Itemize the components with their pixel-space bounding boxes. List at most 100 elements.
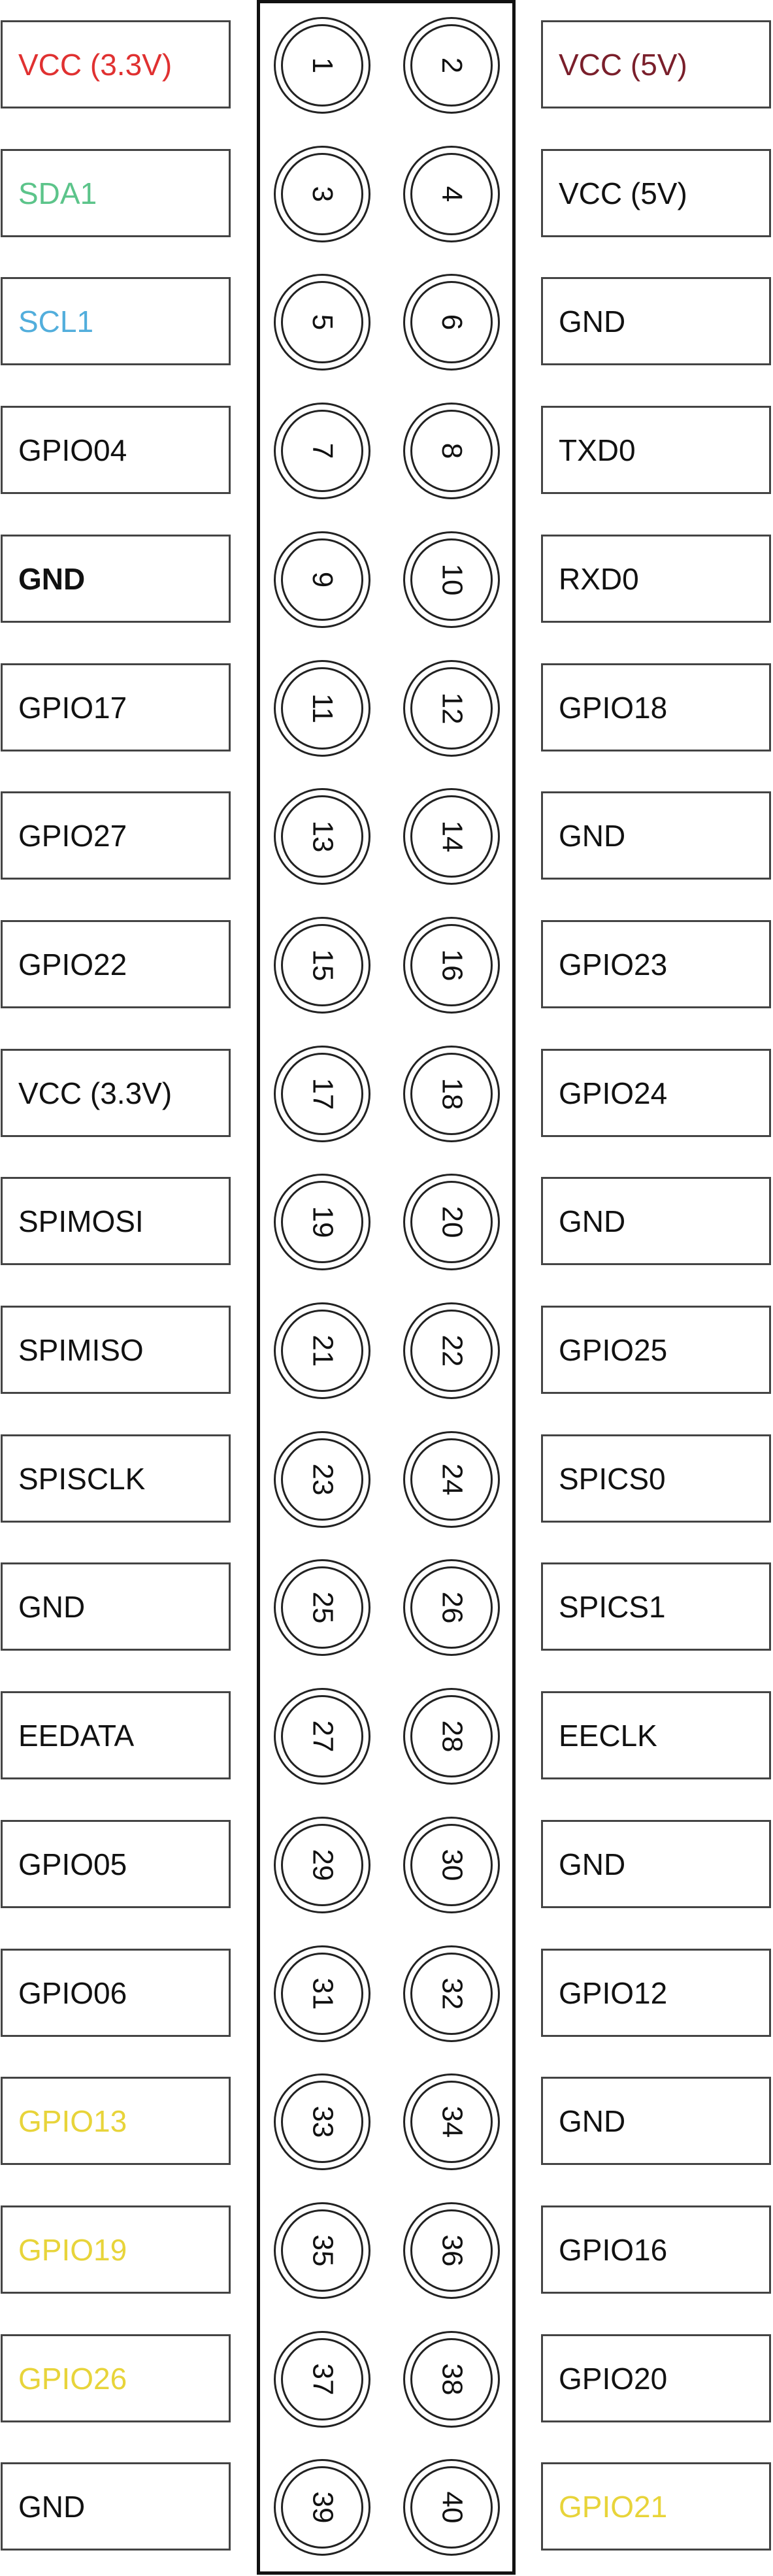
pin-13-label: GPIO27 bbox=[1, 791, 231, 880]
pin-8-label: TXD0 bbox=[541, 406, 771, 494]
pin-ring: 2 bbox=[410, 24, 493, 107]
pin-14: 14 bbox=[403, 788, 500, 885]
pin-28-label: EECLK bbox=[541, 1691, 771, 1779]
pin-3-label: SDA1 bbox=[1, 149, 231, 237]
pin-2: 2 bbox=[403, 17, 500, 114]
pin-25: 25 bbox=[274, 1559, 370, 1656]
pin-32: 32 bbox=[403, 1945, 500, 2042]
pin-ring: 36 bbox=[410, 2209, 493, 2292]
pin-38: 38 bbox=[403, 2331, 500, 2428]
pin-number: 18 bbox=[435, 1078, 468, 1110]
pin-number: 35 bbox=[306, 2234, 338, 2267]
pin-ring: 11 bbox=[281, 667, 363, 750]
pin-number: 12 bbox=[435, 692, 468, 725]
pin-ring: 18 bbox=[410, 1053, 493, 1135]
pin-ring: 23 bbox=[281, 1438, 363, 1521]
pin-11: 11 bbox=[274, 660, 370, 757]
pin-ring: 39 bbox=[281, 2466, 363, 2549]
pin-ring: 4 bbox=[410, 153, 493, 235]
pin-35-label: GPIO19 bbox=[1, 2205, 231, 2294]
pin-27-label: EEDATA bbox=[1, 1691, 231, 1779]
pin-22-label: GPIO25 bbox=[541, 1306, 771, 1394]
pin-number: 28 bbox=[435, 1720, 468, 1753]
pin-ring: 33 bbox=[281, 2081, 363, 2163]
pin-number: 31 bbox=[306, 1977, 338, 2010]
pin-ring: 8 bbox=[410, 410, 493, 492]
pin-14-label: GND bbox=[541, 791, 771, 880]
pin-ring: 5 bbox=[281, 281, 363, 363]
pin-29: 29 bbox=[274, 1817, 370, 1913]
pin-number: 17 bbox=[306, 1078, 338, 1110]
pin-ring: 25 bbox=[281, 1566, 363, 1649]
pin-28: 28 bbox=[403, 1688, 500, 1785]
pin-36-label: GPIO16 bbox=[541, 2205, 771, 2294]
pin-number: 3 bbox=[306, 186, 338, 203]
pin-9-label: GND bbox=[1, 535, 231, 623]
pin-15-label: GPIO22 bbox=[1, 920, 231, 1008]
pin-ring: 10 bbox=[410, 538, 493, 621]
pin-number: 8 bbox=[435, 442, 468, 459]
pin-3: 3 bbox=[274, 146, 370, 242]
pin-number: 20 bbox=[435, 1206, 468, 1238]
pin-34: 34 bbox=[403, 2073, 500, 2170]
pin-number: 25 bbox=[306, 1591, 338, 1624]
pin-23: 23 bbox=[274, 1431, 370, 1528]
pin-ring: 9 bbox=[281, 538, 363, 621]
pin-26-label: SPICS1 bbox=[541, 1562, 771, 1651]
pin-12-label: GPIO18 bbox=[541, 663, 771, 751]
pin-9: 9 bbox=[274, 531, 370, 628]
pin-34-label: GND bbox=[541, 2077, 771, 2165]
pin-number: 6 bbox=[435, 314, 468, 331]
pin-33-label: GPIO13 bbox=[1, 2077, 231, 2165]
pin-number: 11 bbox=[306, 693, 338, 723]
pin-16-label: GPIO23 bbox=[541, 920, 771, 1008]
pin-19-label: SPIMOSI bbox=[1, 1177, 231, 1265]
pin-31-label: GPIO06 bbox=[1, 1949, 231, 2037]
pin-number: 4 bbox=[435, 186, 468, 203]
pin-number: 30 bbox=[435, 1849, 468, 1881]
pin-7: 7 bbox=[274, 403, 370, 499]
pin-ring: 32 bbox=[410, 1953, 493, 2035]
pin-ring: 38 bbox=[410, 2338, 493, 2420]
pin-5-label: SCL1 bbox=[1, 277, 231, 365]
pin-number: 23 bbox=[306, 1463, 338, 1496]
pin-ring: 40 bbox=[410, 2466, 493, 2549]
pin-39: 39 bbox=[274, 2459, 370, 2556]
pin-38-label: GPIO20 bbox=[541, 2334, 771, 2422]
pin-1: 1 bbox=[274, 17, 370, 114]
pin-7-label: GPIO04 bbox=[1, 406, 231, 494]
pin-19: 19 bbox=[274, 1174, 370, 1270]
pin-ring: 24 bbox=[410, 1438, 493, 1521]
pin-6-label: GND bbox=[541, 277, 771, 365]
pin-ring: 30 bbox=[410, 1824, 493, 1906]
pin-ring: 34 bbox=[410, 2081, 493, 2163]
pin-26: 26 bbox=[403, 1559, 500, 1656]
pin-35: 35 bbox=[274, 2202, 370, 2299]
pin-37-label: GPIO26 bbox=[1, 2334, 231, 2422]
pin-25-label: GND bbox=[1, 1562, 231, 1651]
pin-number: 40 bbox=[435, 2491, 468, 2524]
pin-ring: 37 bbox=[281, 2338, 363, 2420]
pin-ring: 27 bbox=[281, 1695, 363, 1777]
pin-39-label: GND bbox=[1, 2462, 231, 2551]
pin-number: 21 bbox=[306, 1334, 338, 1367]
pin-6: 6 bbox=[403, 274, 500, 371]
pin-ring: 26 bbox=[410, 1566, 493, 1649]
pin-18: 18 bbox=[403, 1046, 500, 1142]
pin-header-frame bbox=[257, 0, 516, 2575]
pin-13: 13 bbox=[274, 788, 370, 885]
pin-24: 24 bbox=[403, 1431, 500, 1528]
pin-number: 2 bbox=[435, 57, 468, 74]
pin-ring: 21 bbox=[281, 1310, 363, 1392]
pin-number: 16 bbox=[435, 949, 468, 982]
pin-number: 34 bbox=[435, 2105, 468, 2138]
pin-number: 24 bbox=[435, 1463, 468, 1496]
pin-27: 27 bbox=[274, 1688, 370, 1785]
pin-ring: 16 bbox=[410, 924, 493, 1006]
pin-ring: 35 bbox=[281, 2209, 363, 2292]
pin-number: 29 bbox=[306, 1849, 338, 1881]
pin-32-label: GPIO12 bbox=[541, 1949, 771, 2037]
pin-ring: 31 bbox=[281, 1953, 363, 2035]
pin-number: 19 bbox=[306, 1206, 338, 1238]
pin-12: 12 bbox=[403, 660, 500, 757]
